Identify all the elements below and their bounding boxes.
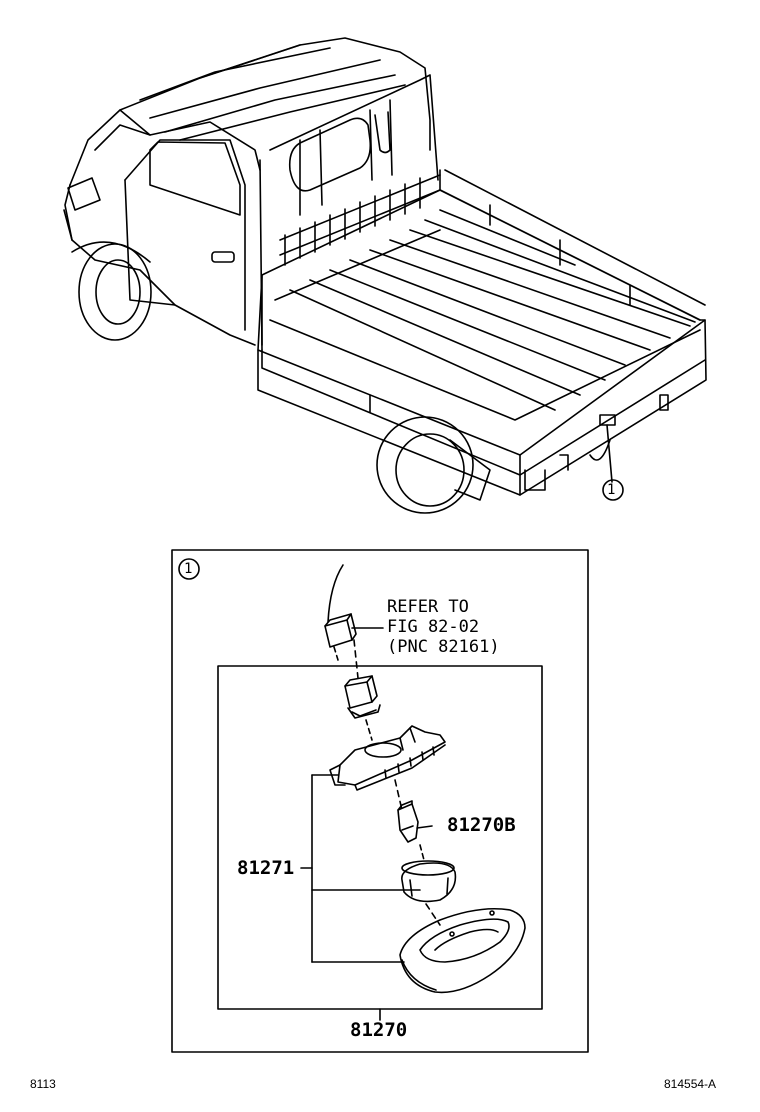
footer-left-code: 8113 bbox=[30, 1077, 56, 1091]
socket bbox=[344, 675, 381, 741]
callout-marker bbox=[602, 479, 624, 501]
refer-line-3: (PNC 82161) bbox=[387, 637, 500, 657]
bulb bbox=[397, 800, 433, 861]
leader-81271 bbox=[300, 774, 421, 963]
detail-frame bbox=[171, 549, 589, 1053]
truck-illustration bbox=[63, 37, 707, 514]
connector bbox=[324, 564, 384, 679]
callout-marker-label: 1 bbox=[607, 482, 616, 498]
lamp-body bbox=[329, 725, 446, 811]
assembly-box bbox=[217, 665, 543, 1010]
part-label-81270: 81270 bbox=[350, 1019, 408, 1041]
lens bbox=[401, 860, 457, 926]
detail-marker-label: 1 bbox=[184, 561, 193, 577]
part-label-81270B: 81270B bbox=[447, 814, 516, 836]
refer-line-1: REFER TO bbox=[387, 597, 469, 617]
part-label-81271: 81271 bbox=[237, 857, 295, 879]
detail-marker-circle bbox=[178, 558, 200, 580]
housing bbox=[399, 907, 526, 994]
footer-right-code: 814554-A bbox=[664, 1077, 717, 1091]
refer-line-2: FIG 82-02 bbox=[387, 617, 480, 637]
